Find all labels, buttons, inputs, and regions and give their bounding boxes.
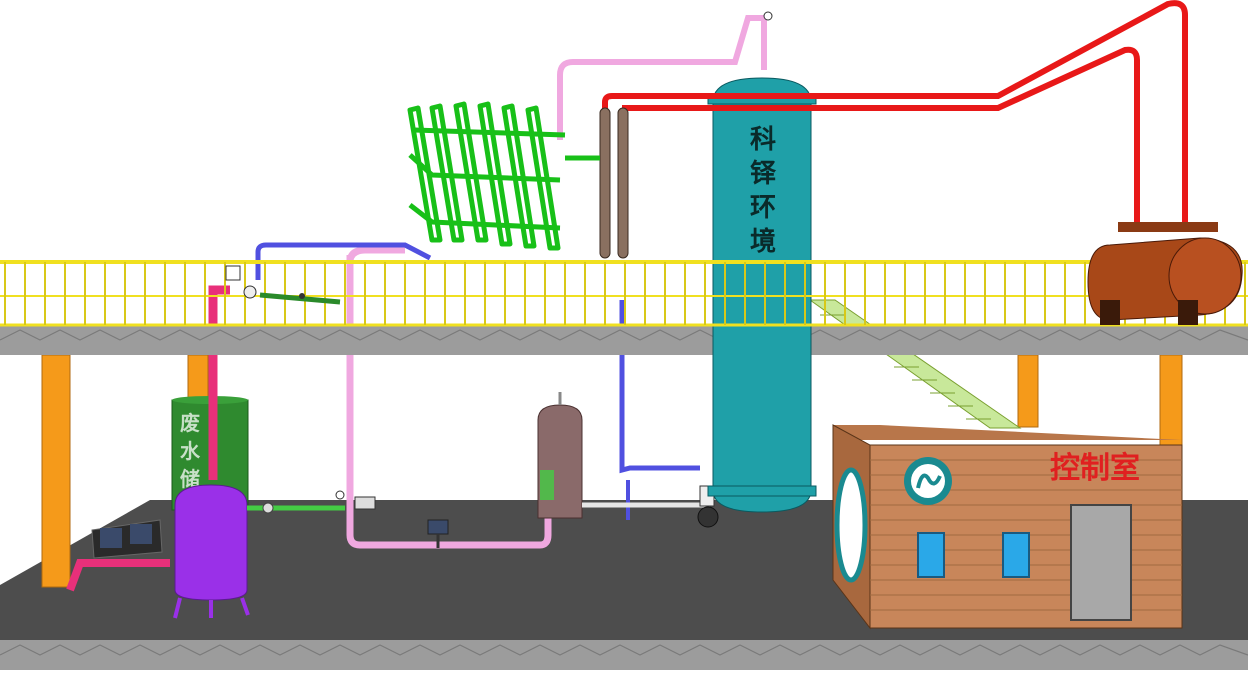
ground-beam: [0, 640, 1248, 670]
deck-valve-icon: [225, 265, 305, 299]
side-tank-char-3: 储: [180, 467, 200, 491]
pump-skid: [91, 519, 163, 559]
side-tank-char-1: 废: [180, 411, 200, 435]
horizontal-storage-tank: [1087, 222, 1243, 325]
platform-beam: [0, 325, 1248, 355]
side-tank-char-2: 水: [180, 439, 201, 463]
company-logo-icon: [904, 457, 952, 505]
blue-overhead-pipe: [255, 242, 432, 280]
side-logo-icon: [834, 467, 868, 583]
pink-return-pipe: [346, 255, 552, 549]
blue-drain-pipe: [619, 300, 700, 474]
support-column: [1017, 354, 1039, 428]
tower-label-char-4: 境: [750, 226, 776, 257]
tower-label-char-1: 科: [750, 125, 776, 155]
control-room: 控制室: [832, 424, 1183, 630]
control-room-door: [1070, 504, 1132, 621]
control-room-window: [1002, 532, 1030, 578]
brown-settling-vessel: [537, 392, 583, 519]
purple-reaction-tank: [173, 484, 250, 619]
red-steam-pipe: [602, 0, 1188, 225]
tower-label-char-3: 环: [750, 193, 776, 223]
pink-vent-pipe: [557, 15, 767, 140]
control-room-label: 控制室: [1050, 451, 1140, 486]
red-steam-pipe-2: [622, 46, 1140, 228]
railing-posts: [4, 262, 1246, 325]
green-coil-condenser: [407, 101, 600, 251]
support-column: [41, 354, 71, 588]
circulation-pump: [354, 496, 449, 548]
heat-exchanger: [599, 107, 629, 259]
valve-icon: [335, 490, 345, 500]
control-room-window: [917, 532, 945, 578]
tower-label-char-2: 铎: [750, 159, 777, 189]
staircase: [808, 299, 1022, 429]
vent-valve-icon: [763, 11, 773, 21]
